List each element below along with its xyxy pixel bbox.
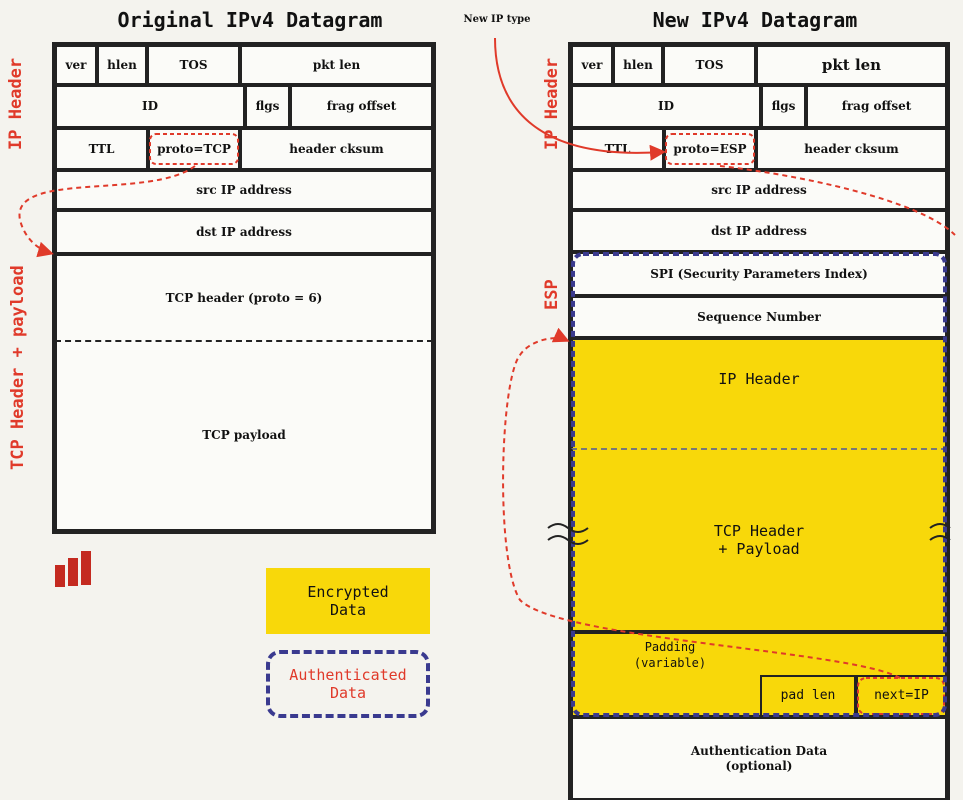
next-header-field: next=IP	[856, 675, 947, 717]
new-ip-type-arrow	[494, 37, 666, 161]
right-pkt-len: pkt len	[756, 45, 947, 85]
right-ver: ver	[571, 45, 613, 85]
left-tcp-payload: TCP payload	[55, 340, 433, 531]
right-proto-highlight	[665, 133, 755, 165]
right-dst-address: dst IP address	[571, 210, 947, 252]
left-title: Original IPv4 Datagram	[117, 8, 383, 32]
next-ip-arrow	[502, 327, 901, 679]
right-datagram-frame	[568, 42, 950, 800]
left-tos: TOS	[147, 45, 240, 85]
inner-tcp-payload: TCP Header + Payload	[571, 448, 947, 632]
pad-len-field: pad len	[760, 675, 856, 717]
left-flgs: flgs	[245, 85, 290, 128]
new-ip-type-note: New IP type	[463, 14, 531, 25]
left-break-mark	[547, 523, 589, 545]
next-ip-highlight	[857, 677, 945, 715]
left-datagram-frame	[52, 42, 436, 534]
left-tcp-header: TCP header (proto = 6)	[55, 254, 433, 340]
left-ver: ver	[55, 45, 97, 85]
right-id: ID	[571, 85, 761, 128]
right-tos: TOS	[663, 45, 756, 85]
padding-field: Padding (variable)	[633, 640, 707, 670]
logo-bar-2	[68, 558, 78, 586]
right-flgs: flgs	[761, 85, 806, 128]
right-hlen: hlen	[613, 45, 663, 85]
left-src-address: src IP address	[55, 170, 433, 210]
left-header-cksum: header cksum	[240, 128, 433, 170]
right-title: New IPv4 Datagram	[652, 8, 858, 32]
left-hlen: hlen	[97, 45, 147, 85]
left-dst-address: dst IP address	[55, 210, 433, 254]
right-header-cksum: header cksum	[756, 128, 947, 170]
left-ttl: TTL	[55, 128, 148, 170]
logo-bar-1	[55, 565, 65, 587]
right-proto-arrow	[719, 165, 956, 236]
left-proto-arrow	[18, 165, 196, 258]
inner-ip-header: IP Header	[571, 338, 947, 448]
left-frag-offset: frag offset	[290, 85, 433, 128]
right-break-mark	[929, 523, 951, 541]
right-sequence-number: Sequence Number	[571, 296, 947, 338]
legend-authenticated: Authenticated Data	[266, 650, 430, 718]
left-proto-highlight	[149, 133, 239, 165]
left-pkt-len: pkt len	[240, 45, 433, 85]
right-frag-offset: frag offset	[806, 85, 947, 128]
legend-encrypted: Encrypted Data	[266, 568, 430, 634]
authenticated-region	[571, 252, 947, 717]
authentication-data: Authentication Data (optional)	[571, 717, 947, 800]
left-id: ID	[55, 85, 245, 128]
logo-bar-3	[81, 551, 91, 585]
